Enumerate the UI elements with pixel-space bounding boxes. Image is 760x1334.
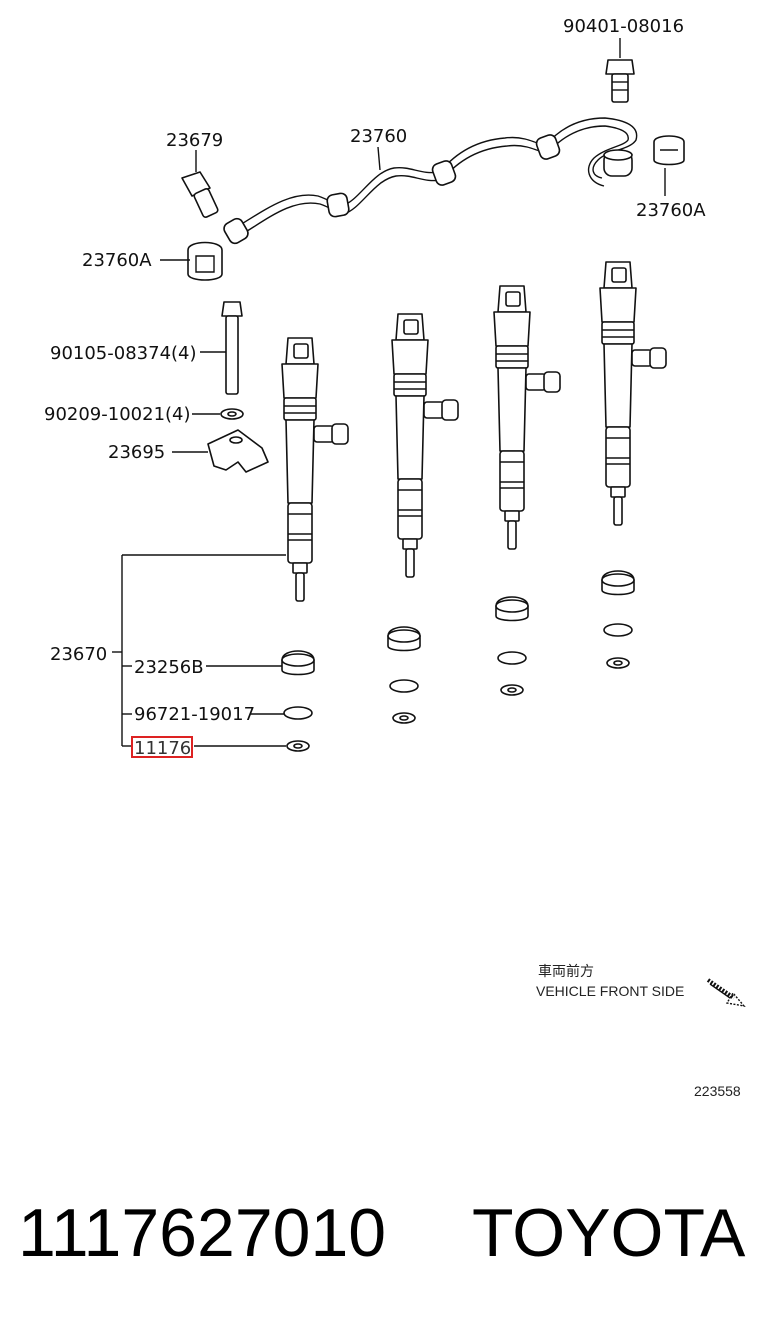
callout-pipe[interactable]: 23760 — [350, 126, 407, 147]
direction-jp: 車両前方 — [538, 963, 594, 979]
callout-washer[interactable]: 90209-10021(4) — [44, 404, 191, 425]
callout-injector-assy[interactable]: 23670 — [50, 644, 107, 665]
callout-clamp-right[interactable]: 23760A — [636, 200, 706, 221]
footer-brand: TOYOTA — [472, 1195, 746, 1271]
callout-clamp-left[interactable]: 23760A — [82, 250, 152, 271]
injector-2 — [391, 313, 459, 578]
seal-set-1 — [281, 650, 315, 752]
fuel-pipe-assembly — [223, 117, 638, 245]
callout-nozzle-seat[interactable]: 23256B — [134, 657, 204, 678]
injector-clamp — [172, 429, 269, 473]
direction-en: VEHICLE FRONT SIDE — [536, 983, 684, 999]
banjo-bolt-top — [605, 38, 635, 103]
union-bolt — [181, 150, 219, 218]
injector-3 — [493, 285, 561, 550]
front-arrow-icon — [706, 978, 746, 1008]
assy-bracket — [112, 554, 286, 747]
seal-set-3 — [495, 596, 529, 696]
callout-bolt[interactable]: 90105-08374(4) — [50, 343, 197, 364]
hold-down-bolt — [200, 301, 243, 395]
seal-set-2 — [387, 626, 421, 724]
injectors — [281, 261, 667, 602]
clamp-right — [653, 135, 685, 196]
injector-4 — [599, 261, 667, 526]
seals — [281, 570, 635, 752]
injector-1 — [281, 337, 349, 602]
footer-part-number: 1117627010 — [18, 1195, 386, 1271]
illustration-id: 223558 — [694, 1083, 741, 1099]
callout-gasket[interactable]: 11176 — [134, 738, 191, 759]
highlight-box — [131, 736, 193, 758]
callout-o-ring[interactable]: 96721-19017 — [134, 704, 255, 725]
callout-banjo-bolt-top[interactable]: 90401-08016 — [563, 16, 684, 37]
seal-set-4 — [601, 570, 635, 669]
clamp-left — [160, 241, 223, 281]
callout-union-bolt[interactable]: 23679 — [166, 130, 223, 151]
washer — [192, 408, 244, 420]
callout-clamp-holder[interactable]: 23695 — [108, 442, 165, 463]
